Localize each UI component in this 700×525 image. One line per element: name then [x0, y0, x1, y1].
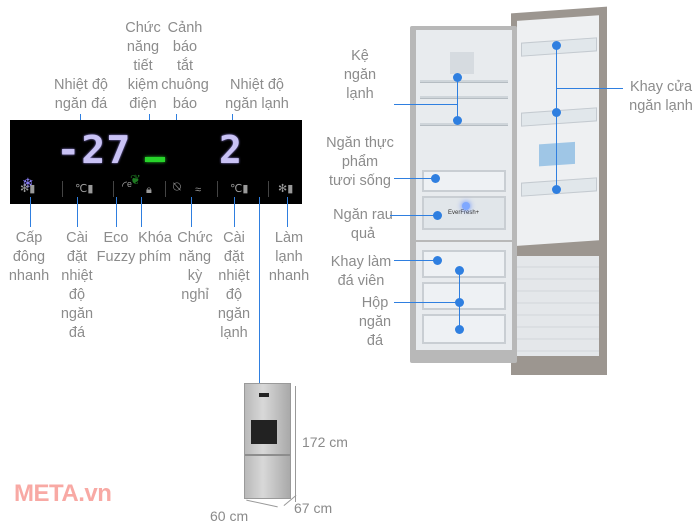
freezer-drawer [422, 282, 506, 310]
height-dimension: 172 cm [302, 434, 348, 450]
crisper-brand: EverFresh+ [448, 210, 480, 216]
door-inner [517, 15, 599, 246]
label-fresh-food: Ngăn thực phẩm tươi sống [326, 135, 394, 189]
leader-line [191, 197, 192, 227]
fridge-door-lower [511, 250, 607, 375]
label-eco-fuzzy: Eco Fuzzy [96, 230, 136, 265]
marker-dot [455, 325, 464, 334]
divider [268, 181, 269, 197]
label-ice-tray: Khay làm đá viên [330, 254, 392, 289]
label-fast-cool: Làm lạnh nhanh [268, 230, 310, 284]
leader-line [116, 197, 117, 227]
control-panel: -27 2 ❄ ❦ ✻▮ ℃▮ ◜ᵉ 🔒︎ ⍉ ≈ ℃▮ ✻▮ [10, 120, 302, 204]
holiday-icon[interactable]: ≈ [195, 184, 202, 196]
freezer-temp-display: -27 [56, 128, 132, 172]
leader-line [141, 197, 142, 227]
leader-line [30, 197, 31, 227]
label-set-fridge-temp: Cài đặt nhiệt độ ngăn lạnh [217, 230, 251, 341]
label-freezer-temp: Nhiệt độ ngăn đá [53, 77, 108, 112]
label-freezer-box: Hộp ngăn đá [358, 295, 392, 349]
marker-dot [453, 116, 462, 125]
fridge-thumbnail [244, 383, 291, 499]
eco-leaf-icon: ❦ [130, 172, 141, 187]
width-arrow [246, 499, 278, 508]
freezer-temp-icon[interactable]: ℃▮ [75, 183, 94, 195]
fast-freeze-icon[interactable]: ✻▮ [20, 183, 36, 195]
snowflake-icon: ❄ [22, 175, 34, 191]
mini-display [259, 393, 269, 397]
depth-dimension: 67 cm [294, 500, 333, 516]
label-alarm-off: Cảnh báo tắt chuông báo [161, 20, 209, 112]
width-dimension: 60 cm [210, 508, 249, 524]
shelf [420, 96, 508, 99]
eco-fuzzy-icon[interactable]: ◜ᵉ [122, 178, 132, 193]
marker-dot [552, 41, 561, 50]
leader-line [394, 178, 434, 179]
leader-line [287, 197, 288, 227]
key-lock-icon[interactable]: 🔒︎ [146, 184, 152, 196]
fridge-interior: EverFresh+ [416, 30, 512, 350]
marker-dot [552, 185, 561, 194]
leader-line-to-mini-fridge [259, 197, 260, 412]
freezer-door-inner [517, 256, 599, 356]
leader-line [457, 77, 458, 122]
marker-dot [453, 73, 462, 82]
fridge-body: EverFresh+ [410, 26, 517, 363]
divider [62, 181, 63, 197]
mini-door-split [245, 454, 290, 456]
fresh-food-drawer [422, 170, 506, 192]
light-housing [450, 52, 474, 74]
marker-dot [455, 298, 464, 307]
fast-cool-icon[interactable]: ✻▮ [278, 183, 294, 195]
leader-line [394, 260, 440, 261]
marker-dot [433, 211, 442, 220]
meta-logo: META.vn [14, 480, 112, 507]
crisper-light [462, 202, 470, 210]
leader-line [77, 197, 78, 227]
shelf [420, 80, 508, 83]
height-arrow [295, 386, 296, 502]
label-holiday: Chức năng kỳ nghỉ [177, 230, 213, 303]
compartment-divider [416, 240, 512, 242]
door-sticker [539, 141, 575, 167]
divider [217, 181, 218, 197]
label-key-lock: Khóa phím [138, 230, 172, 265]
label-fridge-shelf: Kệ ngăn lạnh [343, 48, 377, 102]
energy-saving-indicator [145, 157, 165, 162]
fridge-temp-icon[interactable]: ℃▮ [230, 183, 249, 195]
shelf [420, 123, 508, 126]
divider [113, 181, 114, 197]
divider [165, 181, 166, 197]
marker-dot [431, 174, 440, 183]
marker-dot [455, 266, 464, 275]
freezer-drawer [422, 314, 506, 344]
leader-line [234, 197, 235, 227]
leader-line [394, 302, 459, 303]
mini-energy-label [251, 420, 277, 444]
leader-line [556, 88, 623, 89]
alarm-off-icon[interactable]: ⍉ [173, 179, 181, 194]
marker-dot [433, 256, 442, 265]
label-set-freezer-temp: Cài đặt nhiệt độ ngăn đá [60, 230, 94, 341]
leader-line [556, 45, 557, 190]
label-door-tray: Khay cửa ngăn lạnh [629, 79, 693, 114]
label-crisper: Ngăn rau quả [333, 207, 393, 242]
fridge-temp-display: 2 [219, 128, 243, 172]
label-fast-freeze: Cấp đông nhanh [8, 230, 50, 284]
label-energy-saving: Chức năng tiết kiệm điện [125, 20, 161, 112]
marker-dot [552, 108, 561, 117]
label-fridge-temp: Nhiệt độ ngăn lạnh [225, 77, 289, 112]
leader-line [394, 104, 458, 105]
leader-line [390, 215, 436, 216]
